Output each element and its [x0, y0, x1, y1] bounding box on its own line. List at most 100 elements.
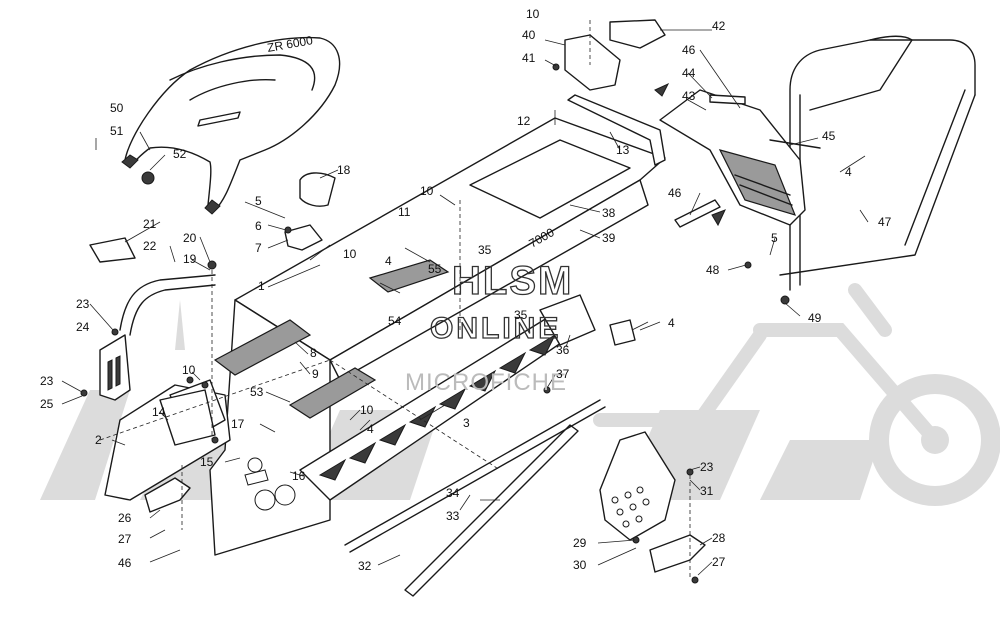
- callout-30: 30: [573, 558, 587, 572]
- tunnel-assembly: 7000: [104, 117, 666, 556]
- callout-4: 4: [845, 165, 852, 179]
- callout-37: 37: [556, 367, 570, 381]
- callout-4: 4: [668, 316, 675, 330]
- callout-5: 5: [771, 231, 778, 245]
- pointer-flags: [654, 82, 726, 227]
- tube-34: [344, 399, 606, 553]
- callout-1: 1: [258, 279, 265, 293]
- callout-12: 12: [517, 114, 531, 128]
- callout-46: 46: [682, 43, 696, 57]
- snowflap: [659, 89, 806, 226]
- handle-19: [119, 274, 216, 336]
- bracket-36: [539, 294, 636, 346]
- callout-26: 26: [118, 511, 132, 525]
- callout-3: 3: [463, 416, 470, 430]
- callout-53: 53: [250, 385, 264, 399]
- leader-lines: [61, 29, 869, 576]
- watermark-line-3: MICROFICHE: [405, 369, 567, 396]
- callout-16: 16: [292, 469, 306, 483]
- callout-55: 55: [428, 262, 442, 276]
- callout-20: 20: [183, 231, 197, 245]
- footrest-pad-26: [144, 477, 191, 513]
- callout-34: 34: [446, 486, 460, 500]
- callout-18: 18: [337, 163, 351, 177]
- callout-10: 10: [526, 7, 540, 21]
- callout-13: 13: [616, 143, 630, 157]
- callout-14: 14: [152, 405, 166, 419]
- watermark-line-1: HLSM: [452, 259, 573, 303]
- footrest-pad-28: [649, 534, 706, 573]
- callout-49: 49: [808, 311, 822, 325]
- callout-54: 54: [388, 314, 402, 328]
- assembly-lines: [99, 20, 691, 580]
- running-board-bracket-31: [599, 431, 676, 541]
- callout-32: 32: [358, 559, 372, 573]
- part-callouts: 1 2 3 4 4 4 4 5 5 6 7 8 9 10 10 10 10 10…: [40, 7, 892, 573]
- callout-35: 35: [478, 243, 492, 257]
- callout-27: 27: [712, 555, 726, 569]
- callout-50: 50: [110, 101, 124, 115]
- callout-45: 45: [822, 129, 836, 143]
- mount-plate-24: [99, 334, 131, 401]
- callout-24: 24: [76, 320, 90, 334]
- callout-5: 5: [255, 194, 262, 208]
- callout-2: 2: [95, 433, 102, 447]
- bracket-46: [674, 199, 721, 228]
- callout-8: 8: [310, 346, 317, 360]
- rod-33: [404, 424, 579, 597]
- callout-29: 29: [573, 536, 587, 550]
- callout-42: 42: [712, 19, 726, 33]
- callout-38: 38: [602, 206, 616, 220]
- callout-46: 46: [668, 186, 682, 200]
- callout-19: 19: [183, 252, 197, 266]
- storage-box: [299, 172, 336, 207]
- watermark-text: HLSM ONLINE MICROFICHE: [405, 258, 573, 396]
- callout-46: 46: [118, 556, 132, 570]
- callout-25: 25: [40, 397, 54, 411]
- callout-31: 31: [700, 484, 714, 498]
- callout-10: 10: [343, 247, 357, 261]
- callout-23: 23: [700, 460, 714, 474]
- hitch-bracket: [564, 19, 666, 91]
- callout-44: 44: [682, 66, 696, 80]
- callout-43: 43: [682, 89, 696, 103]
- callout-15: 15: [200, 455, 214, 469]
- rail-triangles: [318, 333, 557, 481]
- callout-51: 51: [110, 124, 124, 138]
- callout-10: 10: [420, 184, 434, 198]
- callout-48: 48: [706, 263, 720, 277]
- callout-10: 10: [182, 363, 196, 377]
- callout-47: 47: [878, 215, 892, 229]
- callout-41: 41: [522, 51, 536, 65]
- callout-6: 6: [255, 219, 262, 233]
- callout-22: 22: [143, 239, 157, 253]
- brace-14: [159, 389, 216, 446]
- callout-4: 4: [385, 254, 392, 268]
- callout-10: 10: [360, 403, 374, 417]
- callout-7: 7: [255, 241, 262, 255]
- callout-23: 23: [76, 297, 90, 311]
- watermark-line-2: ONLINE: [430, 312, 561, 345]
- callout-40: 40: [522, 28, 536, 42]
- fasteners: [80, 63, 790, 584]
- callout-23: 23: [40, 374, 54, 388]
- rear-bumper: [779, 35, 976, 291]
- callout-35: 35: [514, 308, 528, 322]
- seat: ZR 6000: [121, 33, 341, 215]
- callout-52: 52: [173, 147, 187, 161]
- callout-17: 17: [231, 417, 245, 431]
- callout-36: 36: [556, 343, 570, 357]
- mount-block-7: [284, 224, 323, 251]
- cover-21: [89, 237, 136, 263]
- rear-crossmember: [567, 94, 666, 166]
- callout-39: 39: [602, 231, 616, 245]
- rear-bracket-43: [709, 94, 746, 105]
- callout-28: 28: [712, 531, 726, 545]
- callout-33: 33: [446, 509, 460, 523]
- callout-21: 21: [143, 217, 157, 231]
- callout-11: 11: [398, 205, 411, 219]
- callout-27: 27: [118, 532, 132, 546]
- callout-9: 9: [312, 367, 319, 381]
